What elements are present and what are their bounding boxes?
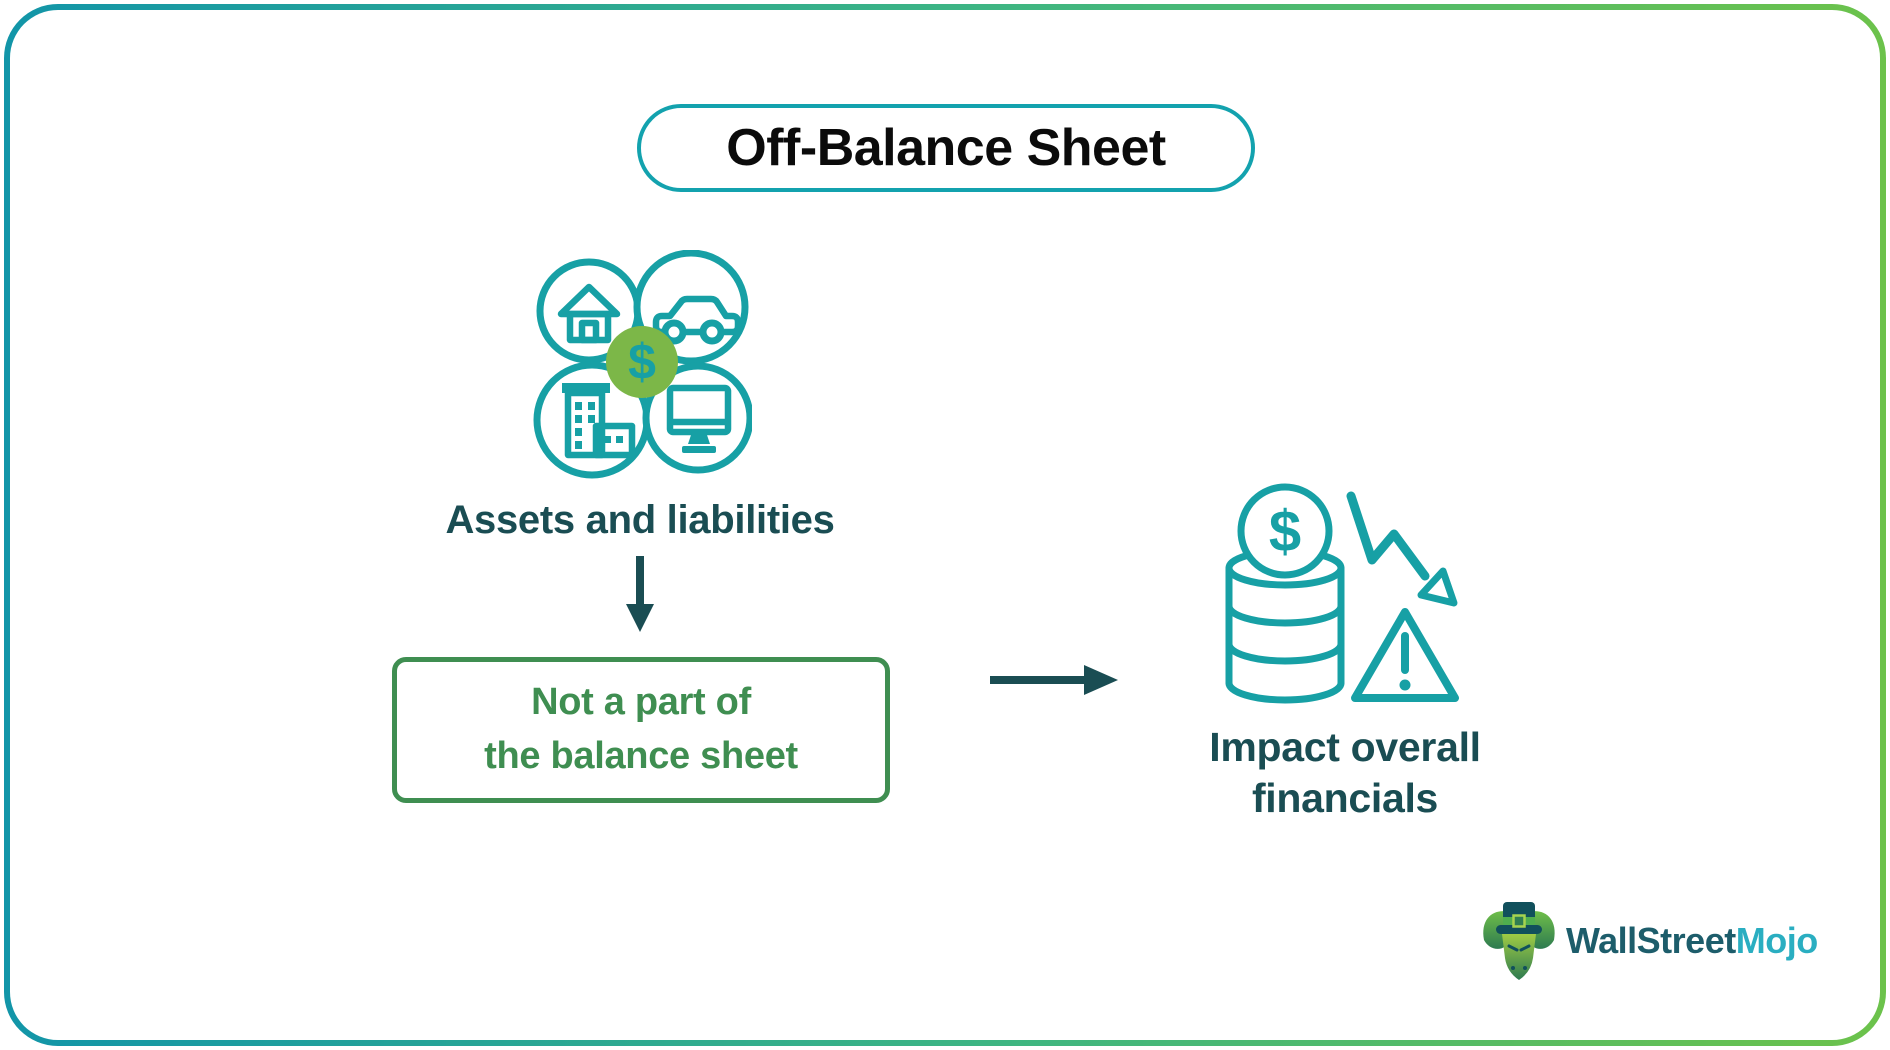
brand-name: WallStreetMojo xyxy=(1566,920,1818,962)
svg-text:$: $ xyxy=(628,334,656,390)
financial-decline-icon: $ xyxy=(1225,483,1459,704)
warning-triangle-icon xyxy=(1351,608,1459,702)
box-line2: the balance sheet xyxy=(484,735,798,777)
right-arrow-icon xyxy=(990,665,1118,695)
page-title: Off-Balance Sheet xyxy=(726,119,1166,177)
impact-label: Impact overall financials xyxy=(1095,722,1595,824)
computer-icon xyxy=(666,384,732,453)
building-icon xyxy=(562,383,636,459)
impact-line1: Impact overall xyxy=(1209,724,1481,770)
down-arrow-icon xyxy=(626,556,654,632)
brand-name-part1: WallStreet xyxy=(1566,920,1736,961)
dollar-coin-icon: $ xyxy=(1237,483,1333,579)
wallstreetmojo-logo: WallStreetMojo xyxy=(1480,900,1818,982)
assets-label: Assets and liabilities xyxy=(445,498,835,542)
car-icon xyxy=(652,295,742,345)
box-line1: Not a part of xyxy=(531,681,751,724)
balance-sheet-box: Not a part of the balance sheet xyxy=(392,657,890,803)
brand-name-part2: Mojo xyxy=(1735,920,1818,961)
impact-line2: financials xyxy=(1251,774,1439,821)
house-icon xyxy=(557,283,621,344)
title-pill: Off-Balance Sheet xyxy=(637,104,1255,192)
svg-text:$: $ xyxy=(1269,499,1301,564)
decline-arrow-icon xyxy=(1346,491,1458,607)
gradient-border-frame xyxy=(4,4,1886,1046)
bull-mascot-icon xyxy=(1483,902,1555,980)
dollar-badge-icon: $ xyxy=(606,326,678,398)
assets-cluster-icon: $ xyxy=(533,250,752,479)
